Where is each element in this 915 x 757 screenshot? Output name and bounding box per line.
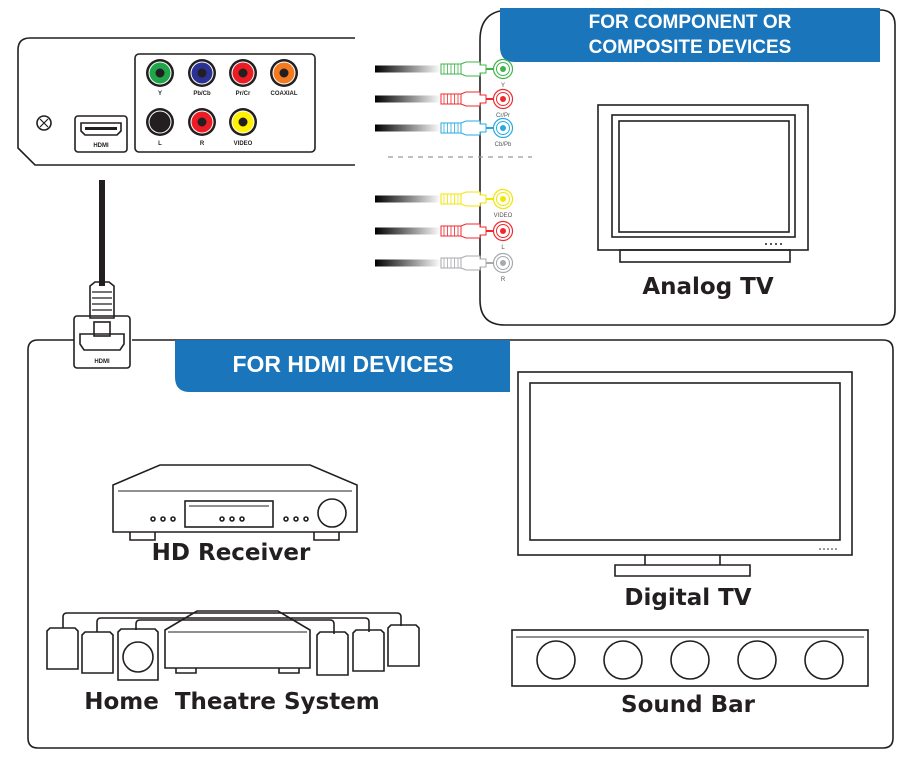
hdmi-header: FOR HDMI DEVICES bbox=[232, 351, 453, 377]
component-header-banner bbox=[500, 8, 880, 62]
jack-pbcb: Pb/Cb bbox=[188, 59, 216, 97]
rca-cable: Cb/Pb bbox=[375, 117, 514, 148]
analog-tv bbox=[597, 104, 809, 263]
cable-label: L bbox=[501, 245, 505, 251]
av-jack-panel bbox=[134, 53, 316, 153]
jack-label: Pb/Cb bbox=[193, 91, 211, 97]
hd-receiver bbox=[112, 464, 358, 541]
hdmi-section: FOR HDMI DEVICES HD Receiver bbox=[27, 339, 894, 749]
component-section: FOR COMPONENT OR COMPOSITE DEVICES Y Cr/P… bbox=[375, 8, 896, 326]
digital-tv bbox=[517, 371, 853, 577]
rca-cable: Cr/Pr bbox=[375, 88, 514, 119]
hdmi-cable: HDMI bbox=[73, 180, 131, 369]
rca-cable: Y bbox=[375, 58, 514, 89]
jack-label: L bbox=[158, 141, 162, 147]
jack-label: Y bbox=[158, 91, 162, 97]
cable-label: Cb/Pb bbox=[495, 142, 512, 148]
cable-label: Cr/Pr bbox=[496, 113, 510, 119]
rca-cable: R bbox=[375, 252, 514, 283]
jack-y: Y bbox=[146, 59, 174, 97]
home-theatre-label: Home Theatre System bbox=[84, 689, 380, 715]
cable-label: VIDEO bbox=[494, 213, 513, 219]
jack-label: VIDEO bbox=[234, 141, 253, 147]
jack-prcr: Pr/Cr bbox=[229, 59, 257, 97]
analog-tv-label: Analog TV bbox=[642, 274, 774, 300]
jack-label: R bbox=[200, 141, 205, 147]
hdmi-port: HDMI bbox=[74, 115, 128, 153]
jack-video: VIDEO bbox=[229, 108, 257, 147]
jack-label: COAXIAL bbox=[271, 91, 298, 97]
hdmi-plug-label: HDMI bbox=[94, 359, 110, 365]
cable-label: R bbox=[501, 277, 506, 283]
jack-r: R bbox=[188, 108, 216, 147]
hdmi-port-label: HDMI bbox=[93, 143, 109, 149]
hd-receiver-label: HD Receiver bbox=[152, 540, 311, 566]
component-header-line2: COMPOSITE DEVICES bbox=[589, 37, 792, 58]
rca-cable: L bbox=[375, 220, 514, 251]
screw-icon bbox=[36, 115, 52, 131]
sound-bar bbox=[511, 629, 869, 687]
digital-tv-label: Digital TV bbox=[624, 585, 751, 611]
player-back-panel: HDMI Y Pb/Cb Pr/Cr COAXIAL L R VIDEO bbox=[17, 37, 355, 166]
home-theatre-system bbox=[46, 610, 420, 681]
sound-bar-label: Sound Bar bbox=[621, 692, 756, 718]
cable-label: Y bbox=[501, 83, 505, 89]
jack-coaxial: COAXIAL bbox=[270, 59, 298, 97]
jack-l: L bbox=[146, 108, 174, 147]
hdmi-header-banner bbox=[175, 340, 510, 392]
component-header-line1: FOR COMPONENT OR bbox=[589, 12, 792, 33]
rca-cable: VIDEO bbox=[375, 188, 514, 219]
jack-label: Pr/Cr bbox=[236, 91, 251, 97]
